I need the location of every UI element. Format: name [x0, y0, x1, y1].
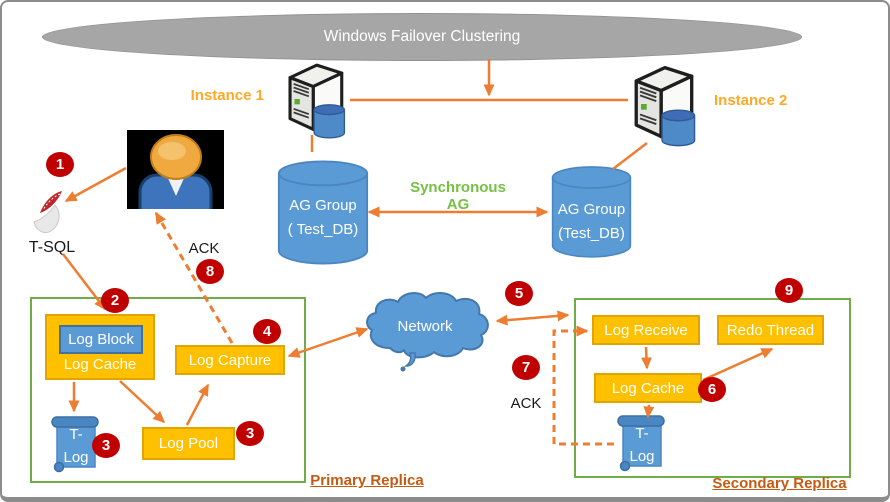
network-cloud-icon	[366, 292, 489, 372]
tlog-secondary-text: T- Log	[629, 425, 655, 465]
cluster-banner-label: Windows Failover Clustering	[323, 28, 521, 45]
tlog-primary-text: T- Log	[63, 426, 89, 466]
log-capture-box: Log Capture	[175, 345, 285, 375]
user-icon	[127, 130, 224, 209]
ag-right-text: AG Group (Test_DB)	[557, 201, 626, 242]
tsql-label: T-SQL	[28, 239, 76, 256]
ag-database-right-icon	[551, 166, 632, 258]
log-cache-primary-label: Log Cache	[63, 356, 137, 373]
badge-step-4: 4	[253, 319, 281, 344]
ack-secondary-label: ACK	[510, 395, 542, 412]
log-pool-box: Log Pool	[142, 427, 235, 460]
badge-step-1: 1	[46, 152, 74, 177]
badge-step-9: 9	[775, 278, 803, 303]
log-cache-primary-box: Log Block Log Cache	[45, 314, 155, 380]
instance2-label: Instance 2	[714, 92, 788, 109]
badge-step-5: 5	[505, 281, 533, 306]
badge-step-3-logpool: 3	[236, 421, 264, 446]
sql-server-icon	[33, 191, 62, 234]
badge-step-2: 2	[101, 288, 129, 313]
instance1-label: Instance 1	[190, 87, 264, 104]
ag-database-left-icon	[277, 160, 369, 265]
log-receive-box: Log Receive	[592, 315, 700, 345]
server2-icon	[634, 65, 697, 148]
log-cache-secondary-box: Log Cache	[594, 373, 702, 403]
redo-thread-box: Redo Thread	[717, 315, 824, 345]
server1-icon	[288, 63, 346, 140]
ack-primary-label: ACK	[188, 240, 220, 257]
secondary-replica-label: Secondary Replica	[712, 475, 847, 492]
badge-step-7: 7	[512, 355, 540, 380]
network-label: Network	[397, 318, 453, 335]
badge-step-6: 6	[698, 377, 726, 402]
primary-replica-label: Primary Replica	[310, 472, 424, 489]
badge-step-3-tlog: 3	[92, 433, 120, 458]
log-block-box: Log Block	[59, 325, 143, 354]
badge-step-8: 8	[196, 259, 224, 284]
arrow-user-to-tsql	[64, 166, 127, 203]
ag-left-text: AG Group ( Test_DB)	[287, 197, 359, 238]
arrow-network-secondary	[495, 310, 570, 326]
cluster-banner: Windows Failover Clustering	[42, 13, 802, 61]
synchronous-ag-label: Synchronous AG	[410, 179, 506, 213]
